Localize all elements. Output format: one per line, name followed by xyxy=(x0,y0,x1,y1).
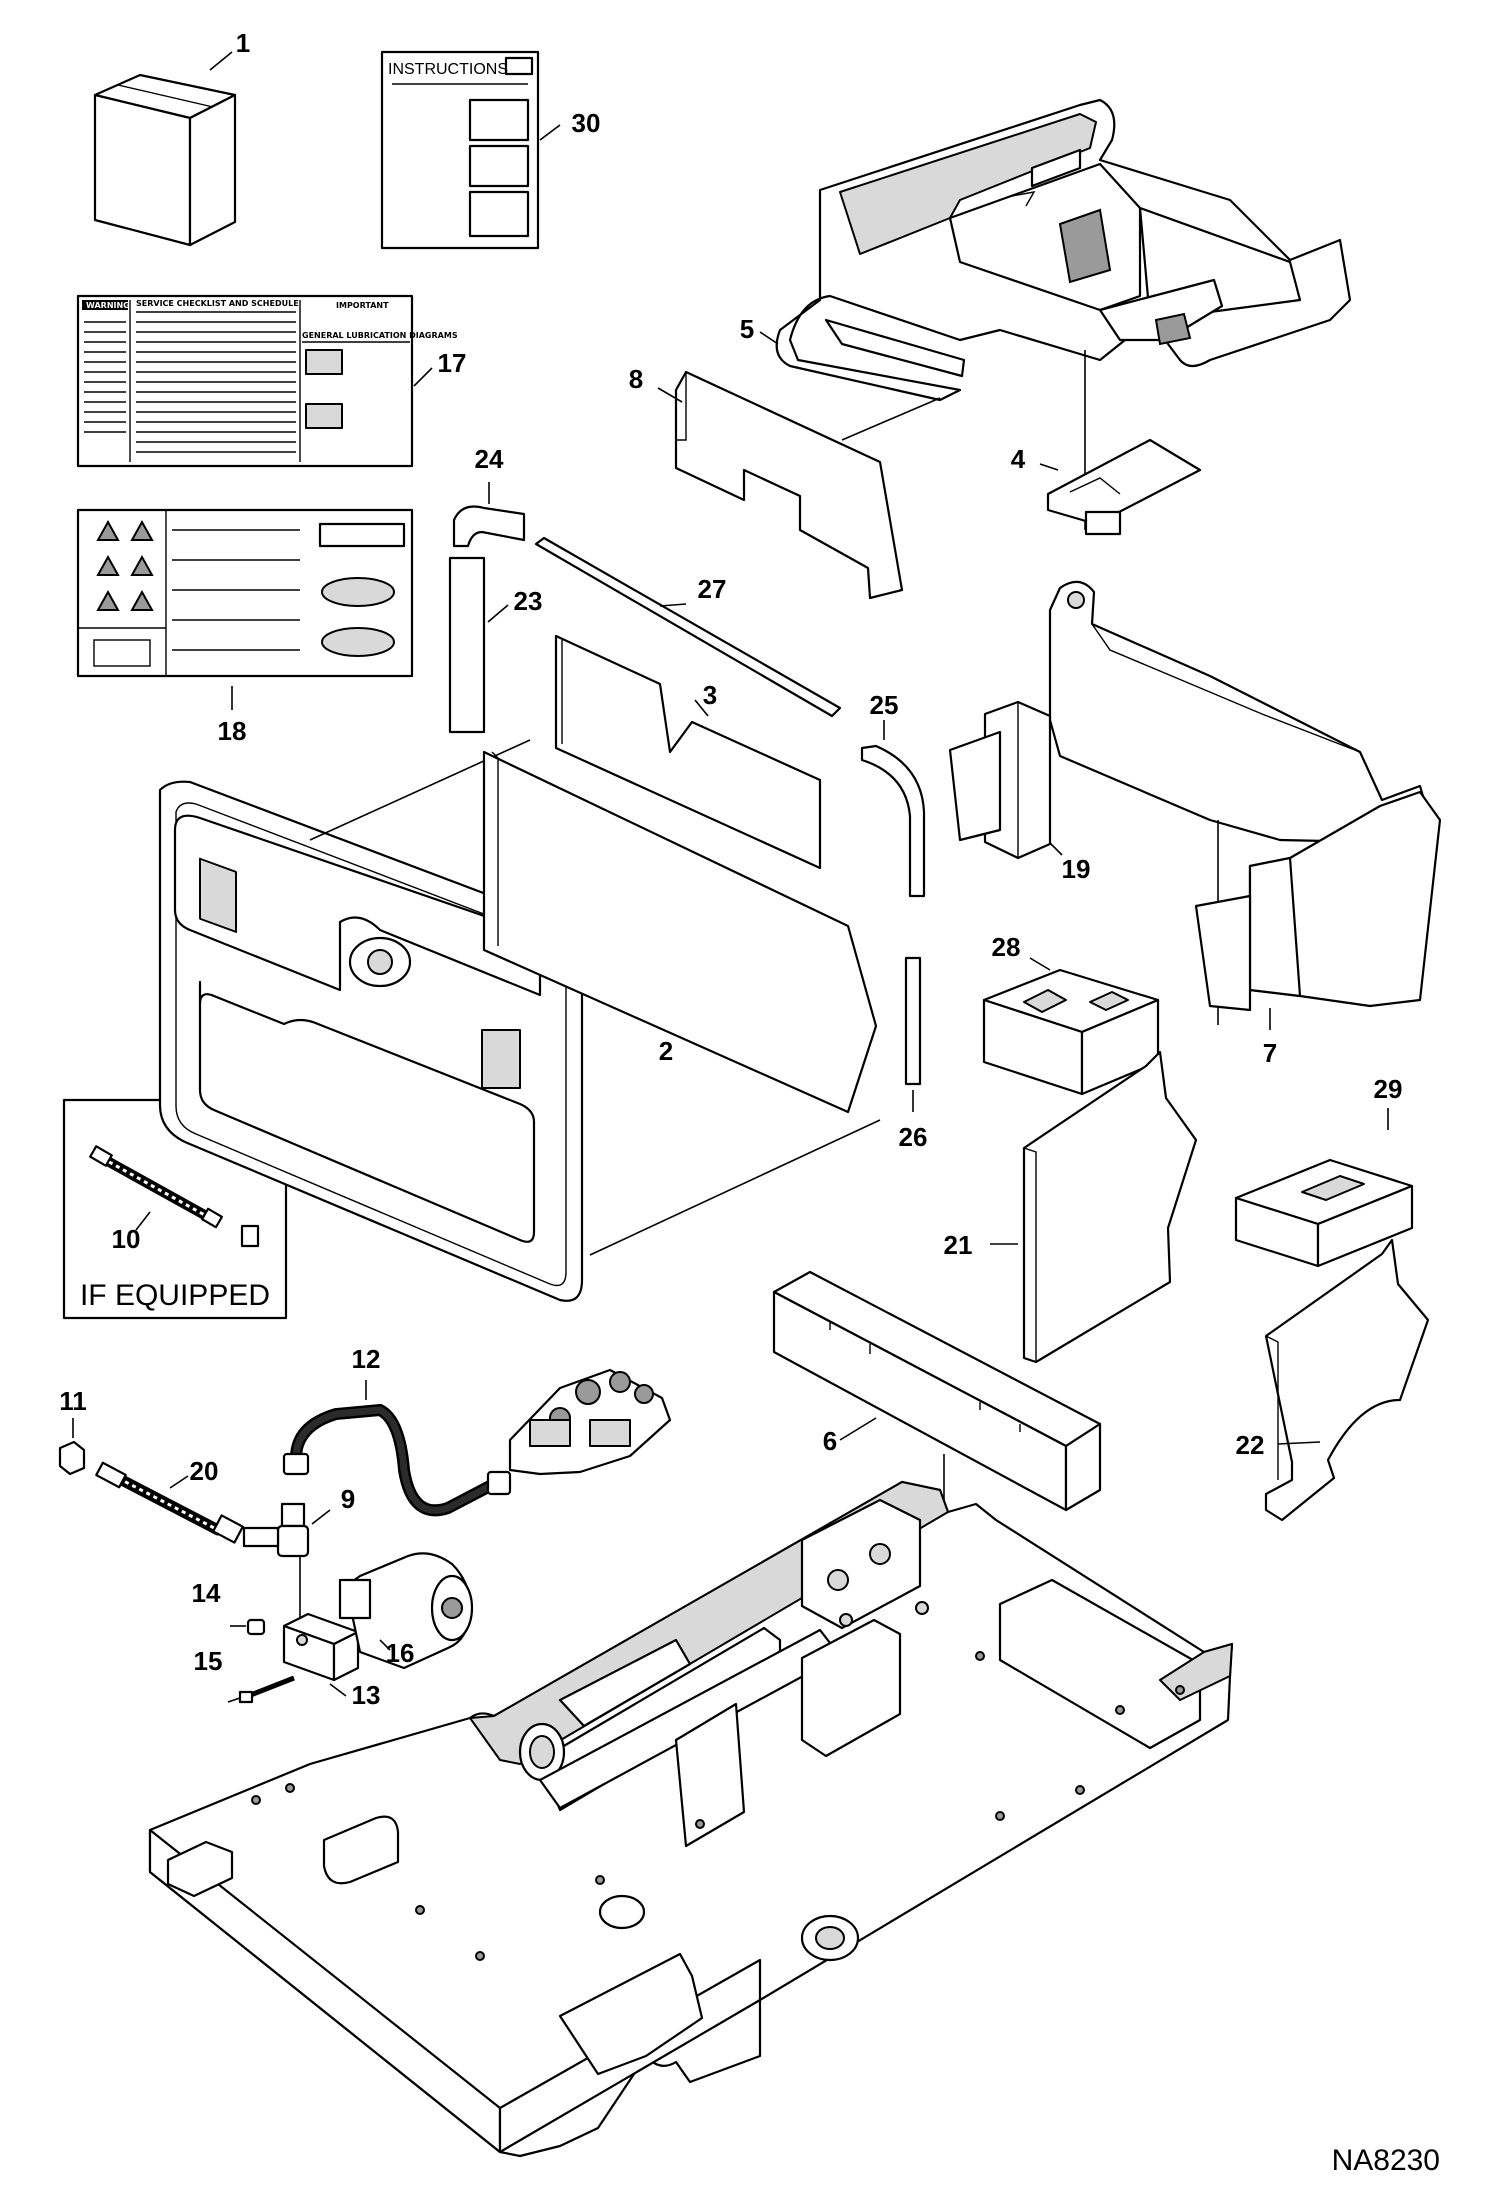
part-28-foam-block xyxy=(982,957,1160,1096)
part-18-safety-decal xyxy=(76,508,414,710)
callout-9: 9 xyxy=(341,1484,355,1514)
callout-18: 18 xyxy=(218,716,247,746)
part-2-door-frame xyxy=(158,739,881,1302)
callout-2: 2 xyxy=(659,1036,673,1066)
part-16-motor xyxy=(338,1552,474,1670)
instructions-title: INSTRUCTIONS xyxy=(388,61,508,78)
callout-26: 26 xyxy=(899,1122,928,1152)
callout-17: 17 xyxy=(438,348,467,378)
callout-28: 28 xyxy=(992,932,1021,962)
callout-1: 1 xyxy=(236,28,250,58)
part-2-foam-panel xyxy=(482,750,878,1114)
callout-14: 14 xyxy=(192,1578,221,1608)
callout-29: 29 xyxy=(1374,1074,1403,1104)
callout-27: 27 xyxy=(698,574,727,604)
callout-11: 11 xyxy=(59,1386,87,1416)
decal-17-important: IMPORTANT xyxy=(336,301,389,310)
drawing-id: NA8230 xyxy=(1332,2144,1440,2177)
callout-4: 4 xyxy=(1011,444,1026,474)
callout-20: 20 xyxy=(190,1456,219,1486)
callout-15: 15 xyxy=(194,1646,223,1676)
callout-21: 21 xyxy=(944,1230,973,1260)
part-19-seat-frame xyxy=(948,580,1432,1025)
callout-16: 16 xyxy=(386,1638,415,1668)
callout-3: 3 xyxy=(703,680,717,710)
part-4-floor-plate xyxy=(1039,438,1202,536)
part-29-foam-block xyxy=(1234,1108,1414,1268)
part-27-seal-strip xyxy=(534,536,842,718)
decal-17-warning: WARNING xyxy=(86,301,130,310)
part-25-bent-strip xyxy=(860,720,926,898)
part-6-long-foam xyxy=(772,1270,1102,1712)
part-26-short-strip xyxy=(904,956,922,1112)
callout-10: 10 xyxy=(112,1224,141,1254)
part-22-side-panel xyxy=(1264,1238,1430,1522)
part-3-foam-panel xyxy=(554,634,822,870)
part-11-cap xyxy=(58,1418,86,1476)
decal-17-text-lines xyxy=(84,311,296,453)
callout-19: 19 xyxy=(1062,854,1091,884)
if-equipped-label: IF EQUIPPED xyxy=(80,1279,270,1312)
part-12-hydraulic-hose xyxy=(282,1368,672,1517)
callout-12: 12 xyxy=(352,1344,381,1374)
part-8-foam-block xyxy=(657,370,904,600)
part-9-fitting xyxy=(242,1502,331,1620)
callout-22: 22 xyxy=(1236,1430,1265,1460)
part-17-service-decal xyxy=(76,294,433,468)
callout-25: 25 xyxy=(870,690,899,720)
part-15-bolt xyxy=(227,1675,295,1704)
callout-5: 5 xyxy=(740,314,754,344)
callout-7: 7 xyxy=(1263,1038,1277,1068)
part-20-hose xyxy=(95,1461,244,1544)
part-23-vertical-strip xyxy=(448,556,509,734)
part-24-corner-piece xyxy=(452,482,526,548)
decal-17-lube: GENERAL LUBRICATION DIAGRAMS xyxy=(302,331,458,340)
part-5-upper-console xyxy=(759,98,1352,530)
callout-6: 6 xyxy=(823,1426,837,1456)
callout-24: 24 xyxy=(475,444,504,474)
callout-30: 30 xyxy=(572,108,601,138)
part-21-side-panel xyxy=(990,1050,1198,1364)
callout-8: 8 xyxy=(629,364,643,394)
part-30-instructions-manual xyxy=(380,50,561,250)
part-14-plug xyxy=(230,1618,266,1636)
decal-17-checklist: SERVICE CHECKLIST AND SCHEDULE xyxy=(136,299,299,308)
part-13-block xyxy=(282,1612,360,1697)
main-chassis-frame xyxy=(148,1480,1234,2158)
callout-23: 23 xyxy=(514,586,543,616)
callout-13: 13 xyxy=(352,1680,381,1710)
part-7-side-mount xyxy=(1194,790,1442,1030)
part-1-box xyxy=(93,51,237,247)
